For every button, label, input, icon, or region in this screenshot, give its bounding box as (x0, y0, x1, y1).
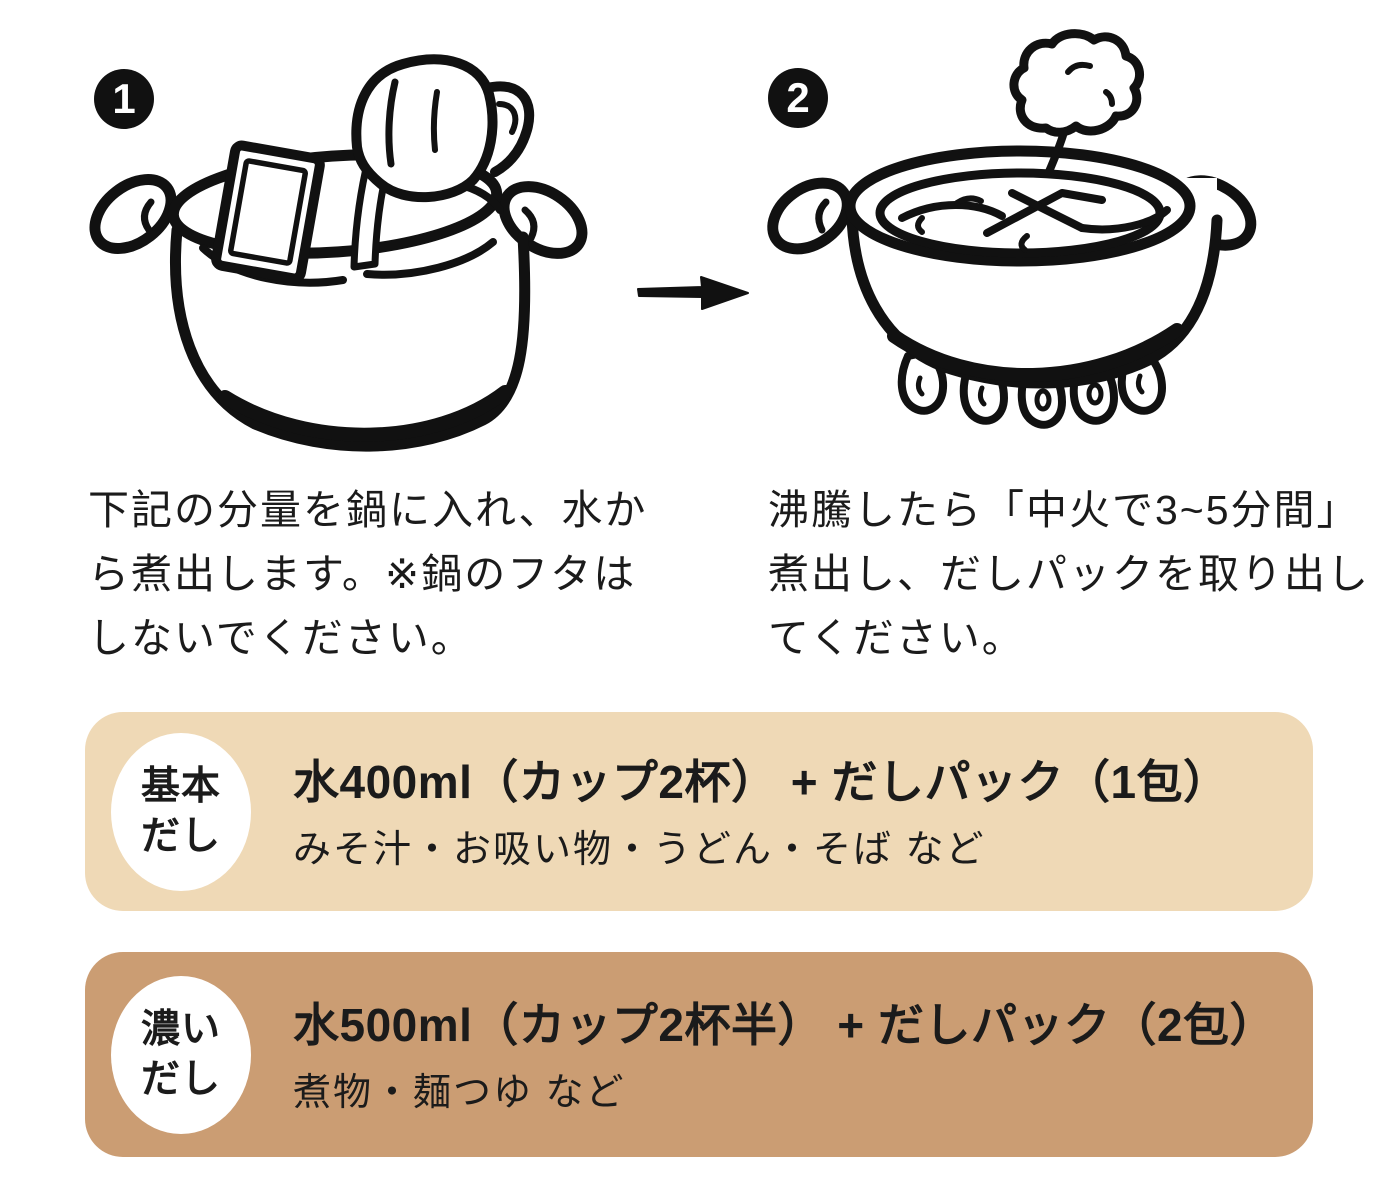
step-2-caption: 沸騰したら「中火で3~5分間」 煮出し、だしパックを取り出し てください。 (768, 478, 1370, 670)
basic-dashi-label-line: 基本 (140, 765, 221, 809)
step-1-caption: 下記の分量を鍋に入れ、水か ら煮出します。※鍋のフタは しないでください。 (88, 478, 647, 670)
basic-dashi-uses: みそ汁・お吸い物・うどん・そば など (293, 828, 986, 871)
pot-with-dashi-pack-and-measuring-cup-icon (89, 54, 588, 452)
pot-pouring-illustration (85, 52, 645, 462)
strong-dashi-label-line: だし (140, 1057, 221, 1101)
step-1-caption-line: ら煮出します。※鍋のフタは (88, 551, 637, 597)
strong-dashi-label-line: 濃い (140, 1008, 221, 1052)
basic-dashi-label-circle: 基本 だし (111, 732, 251, 891)
basic-dashi-formula: 水400ml（カップ2杯） + だしパック（1包） (293, 755, 1230, 808)
strong-dashi-label-circle: 濃い だし (111, 975, 251, 1134)
strong-dashi-recipe-box: 濃い だし 水500ml（カップ2杯半） + だしパック（2包） 煮物・麺つゆ … (85, 952, 1313, 1157)
step-2-caption-line: 煮出し、だしパックを取り出し (768, 551, 1370, 597)
step-1-caption-line: 下記の分量を鍋に入れ、水か (88, 487, 648, 533)
step-1-caption-line: しないでください。 (88, 615, 474, 661)
step-2-caption-line: 沸騰したら「中火で3~5分間」 (768, 487, 1360, 533)
basic-dashi-label-line: だし (140, 814, 221, 858)
strong-dashi-uses: 煮物・麺つゆ など (293, 1071, 626, 1114)
basic-dashi-recipe-box: 基本 だし 水400ml（カップ2杯） + だしパック（1包） みそ汁・お吸い物… (85, 712, 1313, 911)
step-1-number-badge: 1 (94, 69, 154, 129)
step-2-number-badge: 2 (768, 68, 828, 128)
boiling-pot-with-steam-and-flames-icon (767, 29, 1257, 429)
boiling-pot-illustration (762, 28, 1262, 432)
step-2-caption-line: てください。 (768, 615, 1025, 661)
strong-dashi-formula: 水500ml（カップ2杯半） + だしパック（2包） (293, 998, 1277, 1051)
right-arrow-icon (636, 272, 752, 314)
